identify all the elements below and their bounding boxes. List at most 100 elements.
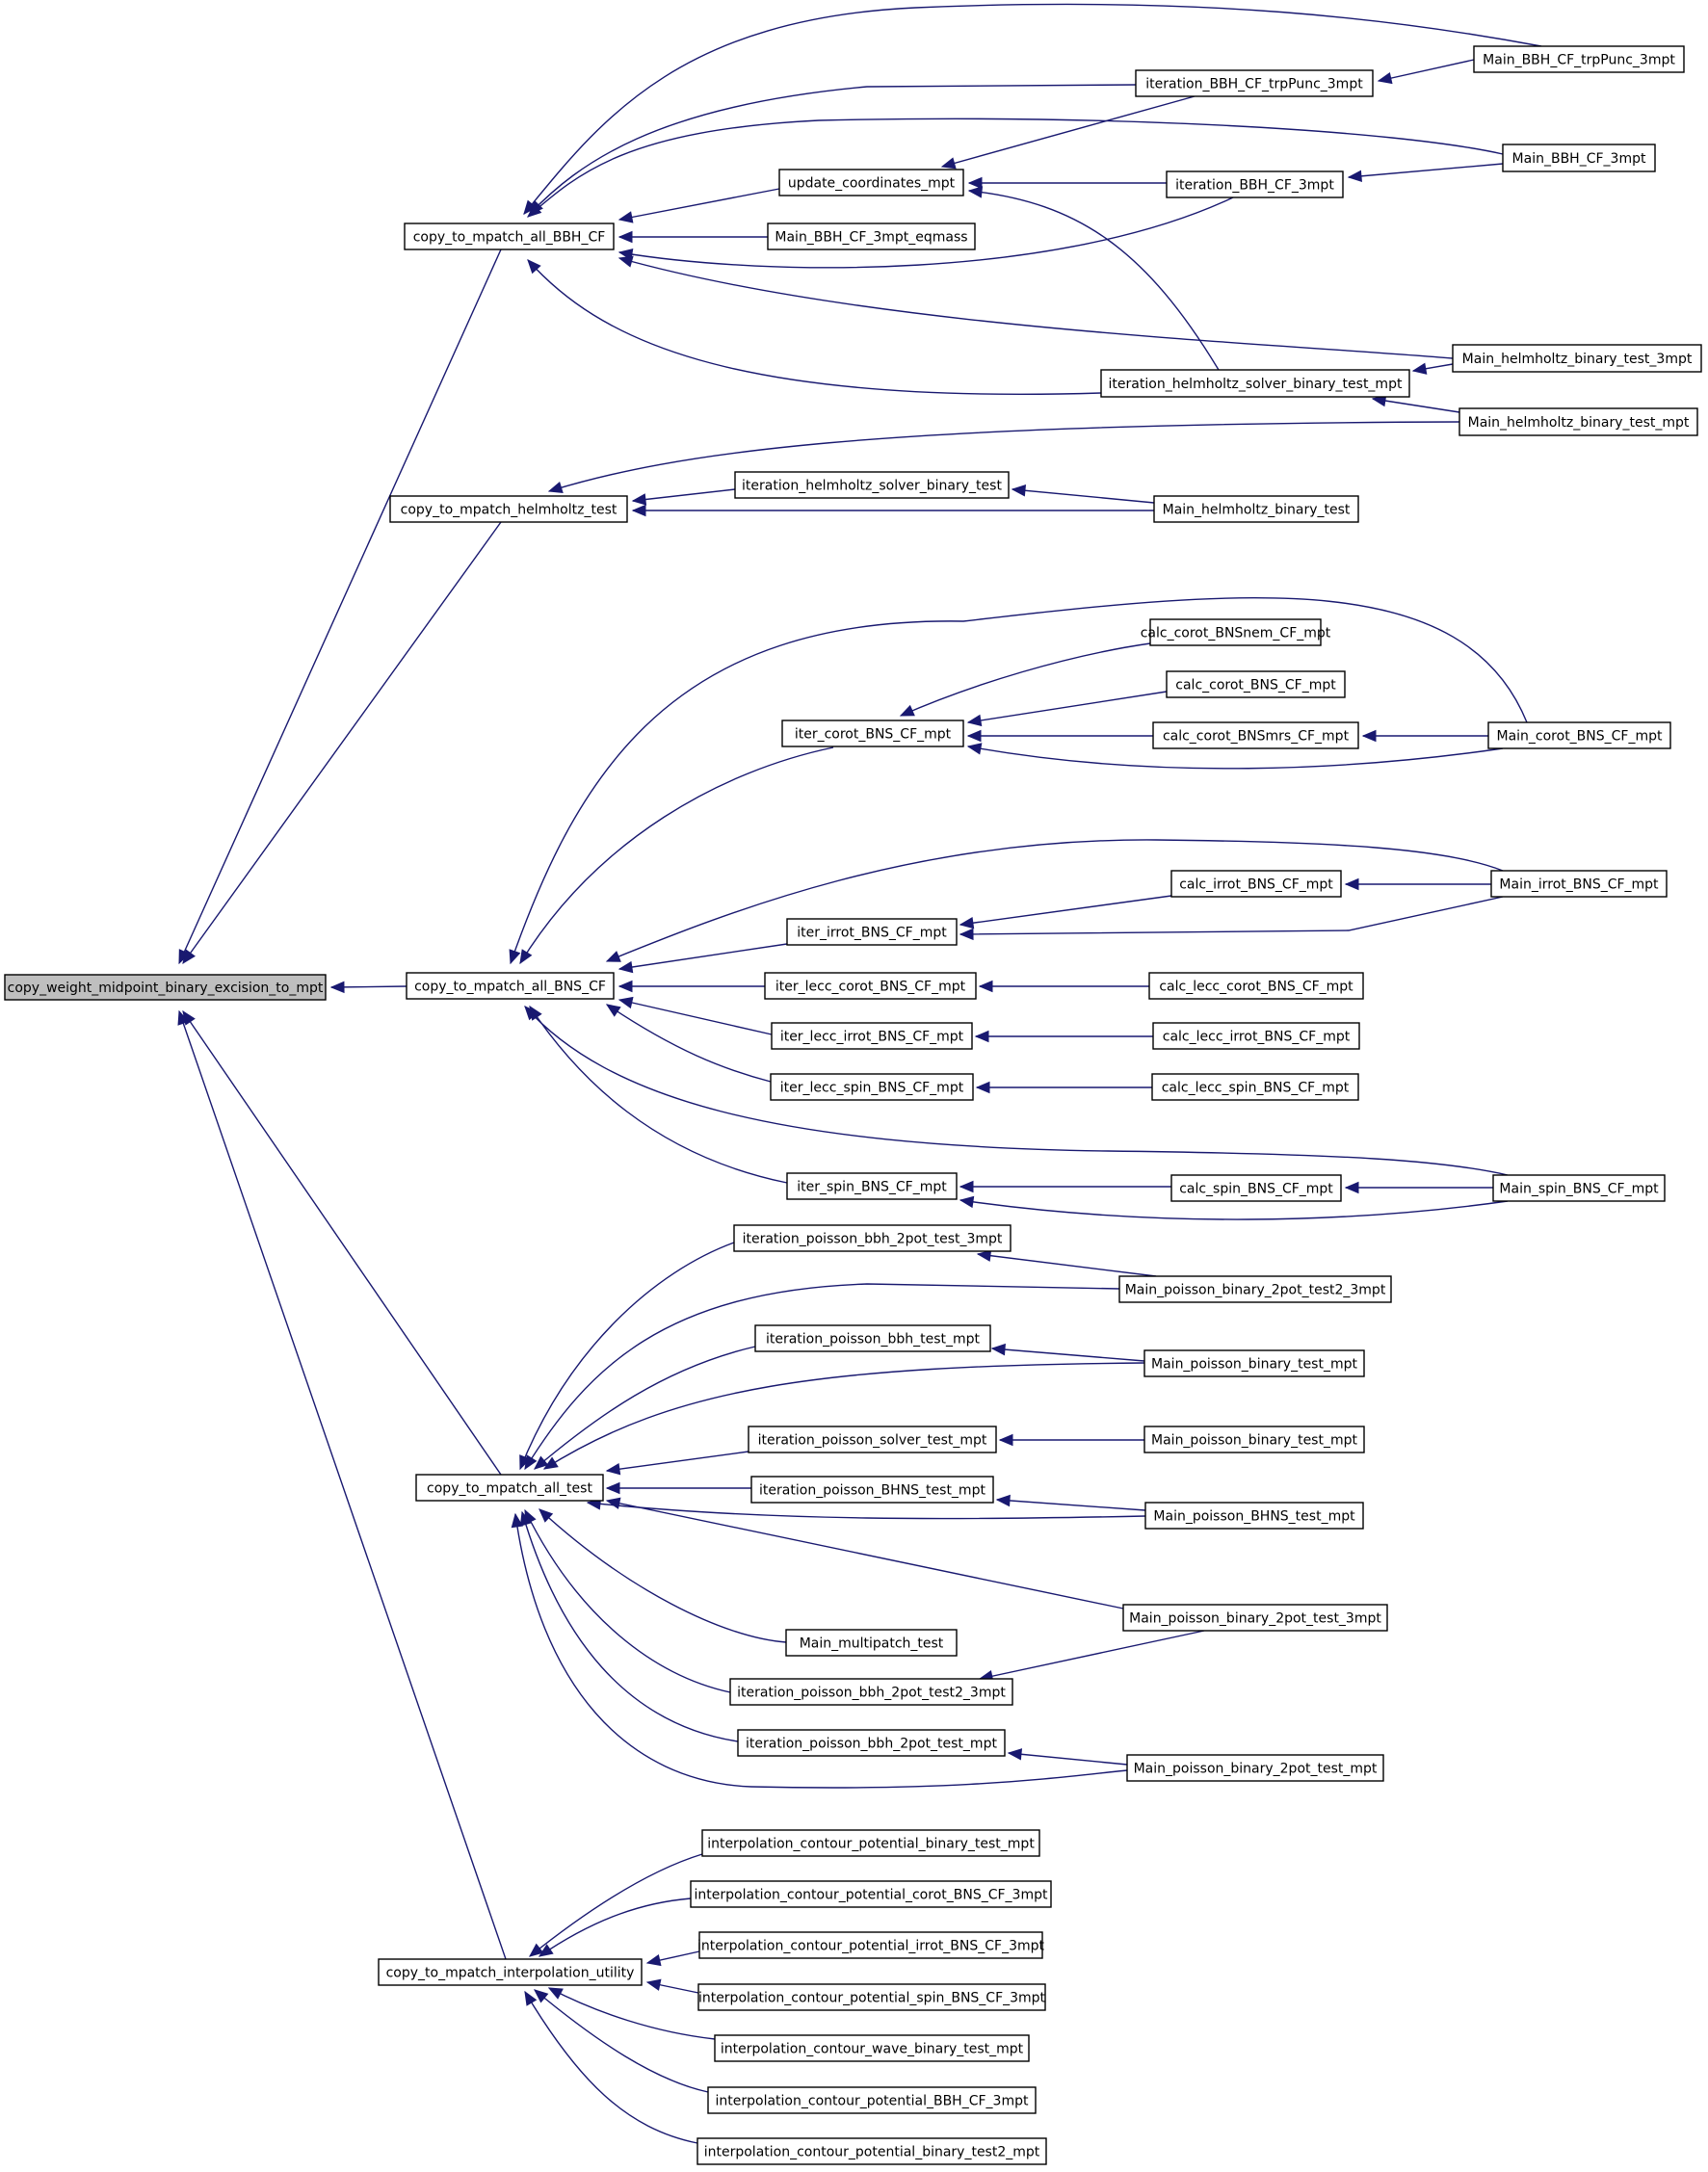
node-box[interactable]: [1458, 407, 1698, 436]
node-m_bbh_3[interactable]: Main_BBH_CF_3mpt: [1502, 144, 1656, 172]
node-it_lspin[interactable]: iter_lecc_spin_BNS_CF_mpt: [770, 1073, 974, 1101]
node-box[interactable]: [1143, 1349, 1365, 1377]
node-box[interactable]: [1148, 972, 1364, 1000]
node-box[interactable]: [1166, 170, 1344, 198]
node-c_test[interactable]: copy_to_mpatch_all_test: [415, 1474, 604, 1502]
node-it_bbh_trp[interactable]: iteration_BBH_CF_trpPunc_3mpt: [1135, 69, 1374, 97]
node-box[interactable]: [764, 972, 977, 1000]
node-m_pb2t2_3[interactable]: Main_poisson_binary_2pot_test2_3mpt: [1118, 1275, 1392, 1303]
node-box[interactable]: [690, 1880, 1052, 1908]
node-m_helm_mpt[interactable]: Main_helmholtz_binary_test_mpt: [1458, 407, 1698, 436]
node-box[interactable]: [1473, 45, 1685, 73]
node-it_pst[interactable]: iteration_poisson_solver_test_mpt: [748, 1426, 997, 1453]
node-m_helm[interactable]: Main_helmholtz_binary_test: [1153, 495, 1359, 523]
node-box[interactable]: [737, 1729, 1006, 1757]
node-it_pb2[interactable]: iteration_poisson_bbh_2pot_test_mpt: [737, 1729, 1006, 1757]
node-box[interactable]: [1502, 144, 1656, 172]
node-m_pbt2[interactable]: Main_poisson_binary_test_mpt: [1143, 1426, 1365, 1453]
node-box[interactable]: [1170, 870, 1342, 898]
node-ip1[interactable]: interpolation_contour_potential_binary_t…: [701, 1829, 1040, 1857]
node-box[interactable]: [1490, 870, 1668, 898]
node-calc_mrs[interactable]: calc_corot_BNSmrs_CF_mpt: [1152, 721, 1359, 749]
node-calc_nem[interactable]: calc_corot_BNSnem_CF_mpt: [1141, 618, 1331, 646]
node-box[interactable]: [1100, 369, 1410, 398]
node-m_pb2[interactable]: Main_poisson_binary_2pot_test_mpt: [1126, 1754, 1384, 1782]
node-it_pbt[interactable]: iteration_poisson_bbh_test_mpt: [754, 1324, 991, 1352]
node-box[interactable]: [378, 1958, 643, 1986]
node-calc_spin[interactable]: calc_spin_BNS_CF_mpt: [1170, 1174, 1342, 1202]
node-c_interp[interactable]: copy_to_mpatch_interpolation_utility: [378, 1958, 643, 1986]
node-ip2[interactable]: interpolation_contour_potential_corot_BN…: [690, 1880, 1052, 1908]
node-m_spin[interactable]: Main_spin_BNS_CF_mpt: [1492, 1174, 1666, 1202]
node-it_pb2t2_3[interactable]: iteration_poisson_bbh_2pot_test2_3mpt: [729, 1678, 1013, 1706]
node-calc_irrot[interactable]: calc_irrot_BNS_CF_mpt: [1170, 870, 1342, 898]
node-calc_lcorot[interactable]: calc_lecc_corot_BNS_CF_mpt: [1148, 972, 1364, 1000]
node-it_corot[interactable]: iter_corot_BNS_CF_mpt: [781, 720, 964, 747]
node-box[interactable]: [786, 918, 958, 946]
node-box[interactable]: [734, 471, 1010, 499]
node-box[interactable]: [1151, 1073, 1359, 1101]
node-box[interactable]: [1144, 1502, 1364, 1530]
node-box[interactable]: [786, 1172, 958, 1200]
node-m_irrot[interactable]: Main_irrot_BNS_CF_mpt: [1490, 870, 1668, 898]
node-m_bbh_eq[interactable]: Main_BBH_CF_3mpt_eqmass: [767, 222, 976, 250]
node-ip7[interactable]: interpolation_contour_potential_binary_t…: [696, 2137, 1047, 2165]
node-box[interactable]: [696, 2137, 1047, 2165]
node-box[interactable]: [1487, 721, 1671, 749]
node-m_pbhns[interactable]: Main_poisson_BHNS_test_mpt: [1144, 1502, 1364, 1530]
node-box[interactable]: [767, 222, 976, 250]
node-box[interactable]: [781, 720, 964, 747]
node-it_helm_mpt[interactable]: iteration_helmholtz_solver_binary_test_m…: [1100, 369, 1410, 398]
node-box[interactable]: [1143, 1426, 1365, 1453]
node-box[interactable]: [406, 972, 615, 1000]
node-it_pbhns[interactable]: iteration_poisson_BHNS_test_mpt: [750, 1476, 994, 1504]
node-box[interactable]: [770, 1073, 974, 1101]
node-box[interactable]: [1135, 69, 1374, 97]
node-box[interactable]: [1170, 1174, 1342, 1202]
node-it_irrot[interactable]: iter_irrot_BNS_CF_mpt: [786, 918, 958, 946]
node-box[interactable]: [4, 974, 327, 1001]
node-ip5[interactable]: interpolation_contour_wave_binary_test_m…: [714, 2034, 1030, 2062]
node-box[interactable]: [1492, 1174, 1666, 1202]
node-box[interactable]: [697, 1983, 1046, 2011]
node-m_corot[interactable]: Main_corot_BNS_CF_mpt: [1487, 721, 1671, 749]
node-box[interactable]: [698, 1931, 1043, 1959]
node-box[interactable]: [1149, 618, 1322, 646]
node-box[interactable]: [1153, 495, 1359, 523]
node-box[interactable]: [771, 1022, 973, 1050]
node-box[interactable]: [389, 495, 628, 523]
node-box[interactable]: [748, 1426, 997, 1453]
node-box[interactable]: [1122, 1604, 1388, 1632]
node-box[interactable]: [1118, 1275, 1392, 1303]
node-it_bbh_3[interactable]: iteration_BBH_CF_3mpt: [1166, 170, 1344, 198]
node-box[interactable]: [754, 1324, 991, 1352]
node-box[interactable]: [1152, 1022, 1360, 1050]
node-it_helm[interactable]: iteration_helmholtz_solver_binary_test: [734, 471, 1010, 499]
node-box[interactable]: [750, 1476, 994, 1504]
node-box[interactable]: [785, 1629, 958, 1657]
node-m_pbt1[interactable]: Main_poisson_binary_test_mpt: [1143, 1349, 1365, 1377]
node-it_spin[interactable]: iter_spin_BNS_CF_mpt: [786, 1172, 958, 1200]
node-calc_lirrot[interactable]: calc_lecc_irrot_BNS_CF_mpt: [1152, 1022, 1360, 1050]
node-m_pb2_3[interactable]: Main_poisson_binary_2pot_test_3mpt: [1122, 1604, 1388, 1632]
node-box[interactable]: [1452, 344, 1702, 373]
node-upd[interactable]: update_coordinates_mpt: [778, 169, 964, 196]
node-box[interactable]: [714, 2034, 1030, 2062]
node-c_bbh[interactable]: copy_to_mpatch_all_BBH_CF: [404, 222, 615, 250]
node-box[interactable]: [733, 1224, 1012, 1252]
node-c_bns[interactable]: copy_to_mpatch_all_BNS_CF: [406, 972, 615, 1000]
node-it_lirrot[interactable]: iter_lecc_irrot_BNS_CF_mpt: [771, 1022, 973, 1050]
node-it_lcorot[interactable]: iter_lecc_corot_BNS_CF_mpt: [764, 972, 977, 1000]
node-box[interactable]: [707, 2086, 1037, 2114]
node-ip6[interactable]: interpolation_contour_potential_BBH_CF_3…: [707, 2086, 1037, 2114]
node-m_helm_3[interactable]: Main_helmholtz_binary_test_3mpt: [1452, 344, 1702, 373]
node-m_multi[interactable]: Main_multipatch_test: [785, 1629, 958, 1657]
node-box[interactable]: [729, 1678, 1013, 1706]
node-box[interactable]: [1152, 721, 1359, 749]
node-m_bbh_trp[interactable]: Main_BBH_CF_trpPunc_3mpt: [1473, 45, 1685, 73]
node-box[interactable]: [1126, 1754, 1384, 1782]
node-c_helm[interactable]: copy_to_mpatch_helmholtz_test: [389, 495, 628, 523]
node-calc_corot[interactable]: calc_corot_BNS_CF_mpt: [1166, 670, 1346, 698]
node-box[interactable]: [701, 1829, 1040, 1857]
node-calc_lspin[interactable]: calc_lecc_spin_BNS_CF_mpt: [1151, 1073, 1359, 1101]
